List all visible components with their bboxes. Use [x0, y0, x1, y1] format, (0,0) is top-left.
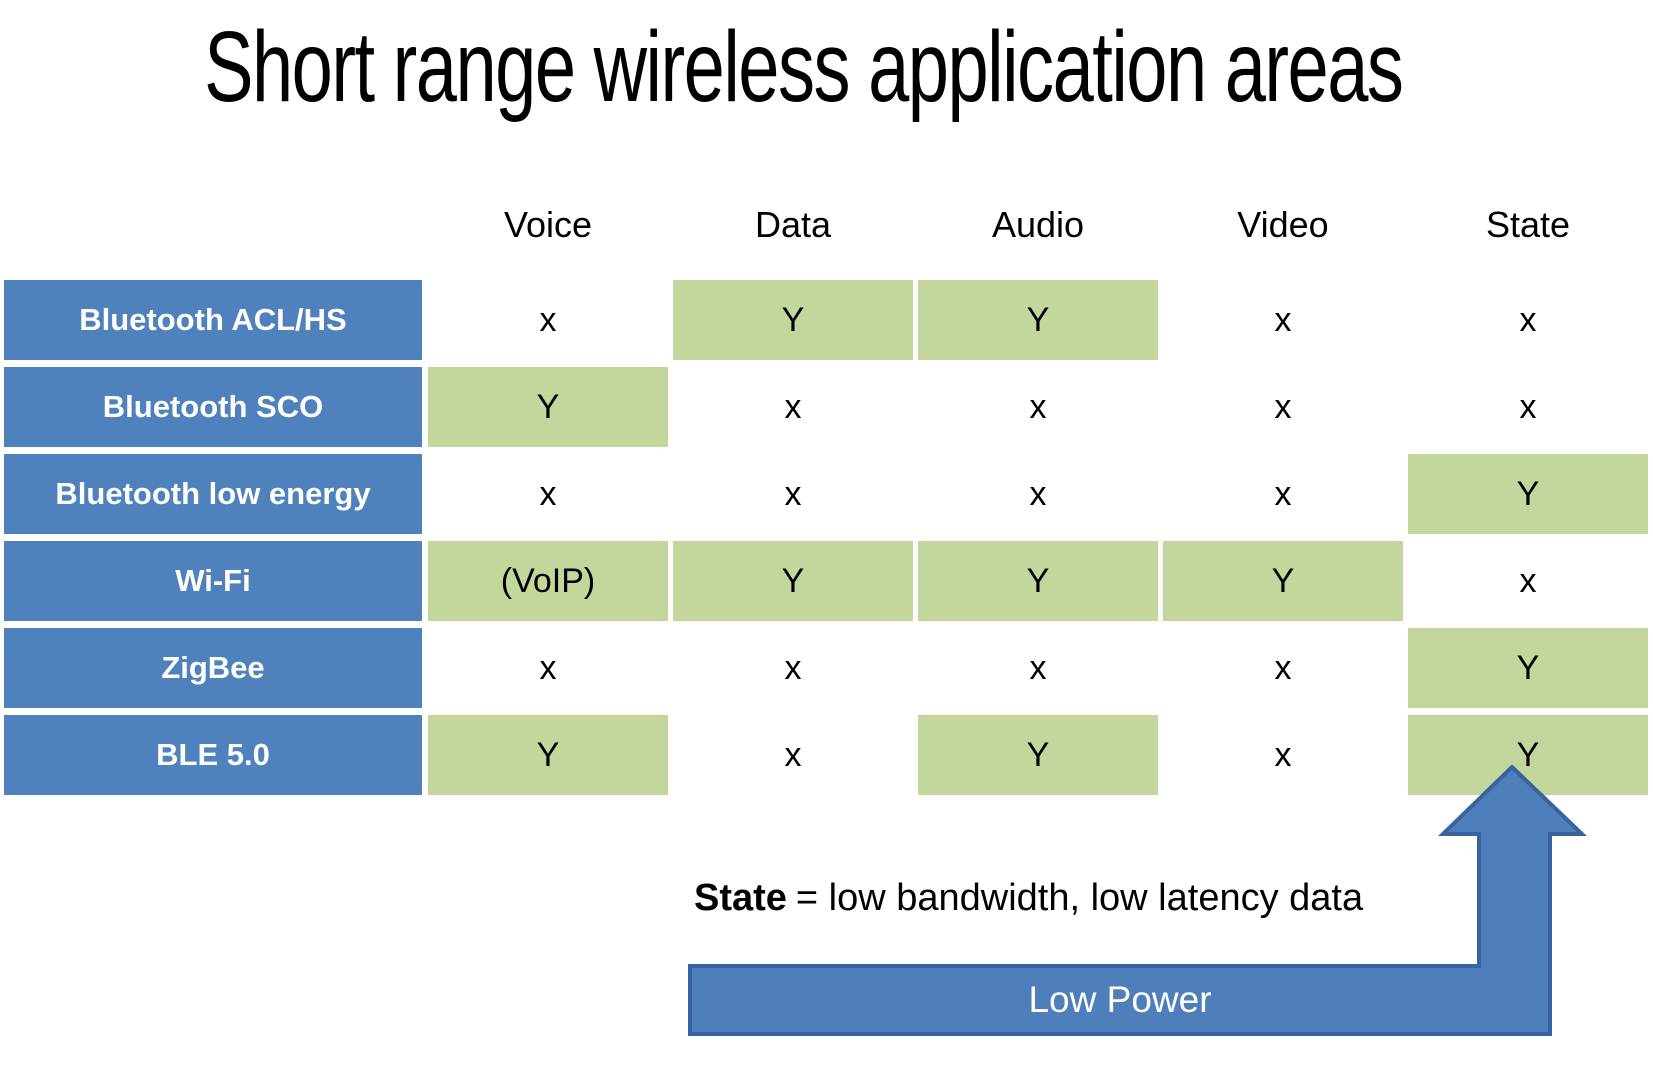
table-cell: Y: [1408, 628, 1648, 708]
row-label-bluetooth-low-energy: Bluetooth low energy: [4, 454, 422, 534]
table-cell: Y: [1163, 541, 1403, 621]
column-header-video: Video: [1237, 204, 1329, 245]
table-cell: Y: [1408, 715, 1648, 795]
table-cell: x: [784, 475, 802, 513]
column-header-audio: Audio: [991, 204, 1085, 245]
table-cell: x: [539, 475, 557, 513]
table-cell: (VoIP): [428, 541, 668, 621]
row-label-wi-fi: Wi-Fi: [4, 541, 422, 621]
table-cell: x: [1274, 649, 1292, 687]
table-cell: x: [539, 649, 557, 687]
table-cell: x: [1274, 388, 1292, 426]
table-cell: Y: [673, 541, 913, 621]
row-label-bluetooth-sco: Bluetooth SCO: [4, 367, 422, 447]
table-cell: x: [784, 649, 802, 687]
state-term: State: [694, 877, 787, 919]
table-cell: x: [1274, 736, 1292, 774]
table-cell: x: [539, 301, 557, 339]
column-header-voice: Voice: [503, 204, 593, 245]
table-cell: x: [1029, 649, 1047, 687]
row-label-zigbee: ZigBee: [4, 628, 422, 708]
table-cell: Y: [428, 367, 668, 447]
table-cell: x: [1519, 562, 1537, 600]
row-label-ble-5-0: BLE 5.0: [4, 715, 422, 795]
table-cell: x: [1519, 388, 1537, 426]
state-definition-text: = low bandwidth, low latency data: [795, 877, 1364, 919]
table-cell: x: [1519, 301, 1537, 339]
row-label-bluetooth-acl-hs: Bluetooth ACL/HS: [4, 280, 422, 360]
column-header-data: Data: [754, 204, 832, 245]
table-cell: Y: [918, 280, 1158, 360]
table-cell: Y: [1408, 454, 1648, 534]
table-cell: x: [1274, 301, 1292, 339]
page-title: Short range wireless application areas: [204, 11, 1404, 123]
table-cell: x: [784, 736, 802, 774]
table-cell: x: [784, 388, 802, 426]
table-cell: Y: [673, 280, 913, 360]
table-cell: x: [1274, 475, 1292, 513]
column-header-state: State: [1485, 204, 1571, 245]
table-cell: Y: [918, 541, 1158, 621]
state-definition-note: State= low bandwidth, low latency data: [694, 874, 1363, 922]
table-cell: x: [1029, 388, 1047, 426]
table-cell: x: [1029, 475, 1047, 513]
table-cell: Y: [428, 715, 668, 795]
low-power-label: Low Power: [1028, 979, 1212, 1020]
table-cell: Y: [918, 715, 1158, 795]
